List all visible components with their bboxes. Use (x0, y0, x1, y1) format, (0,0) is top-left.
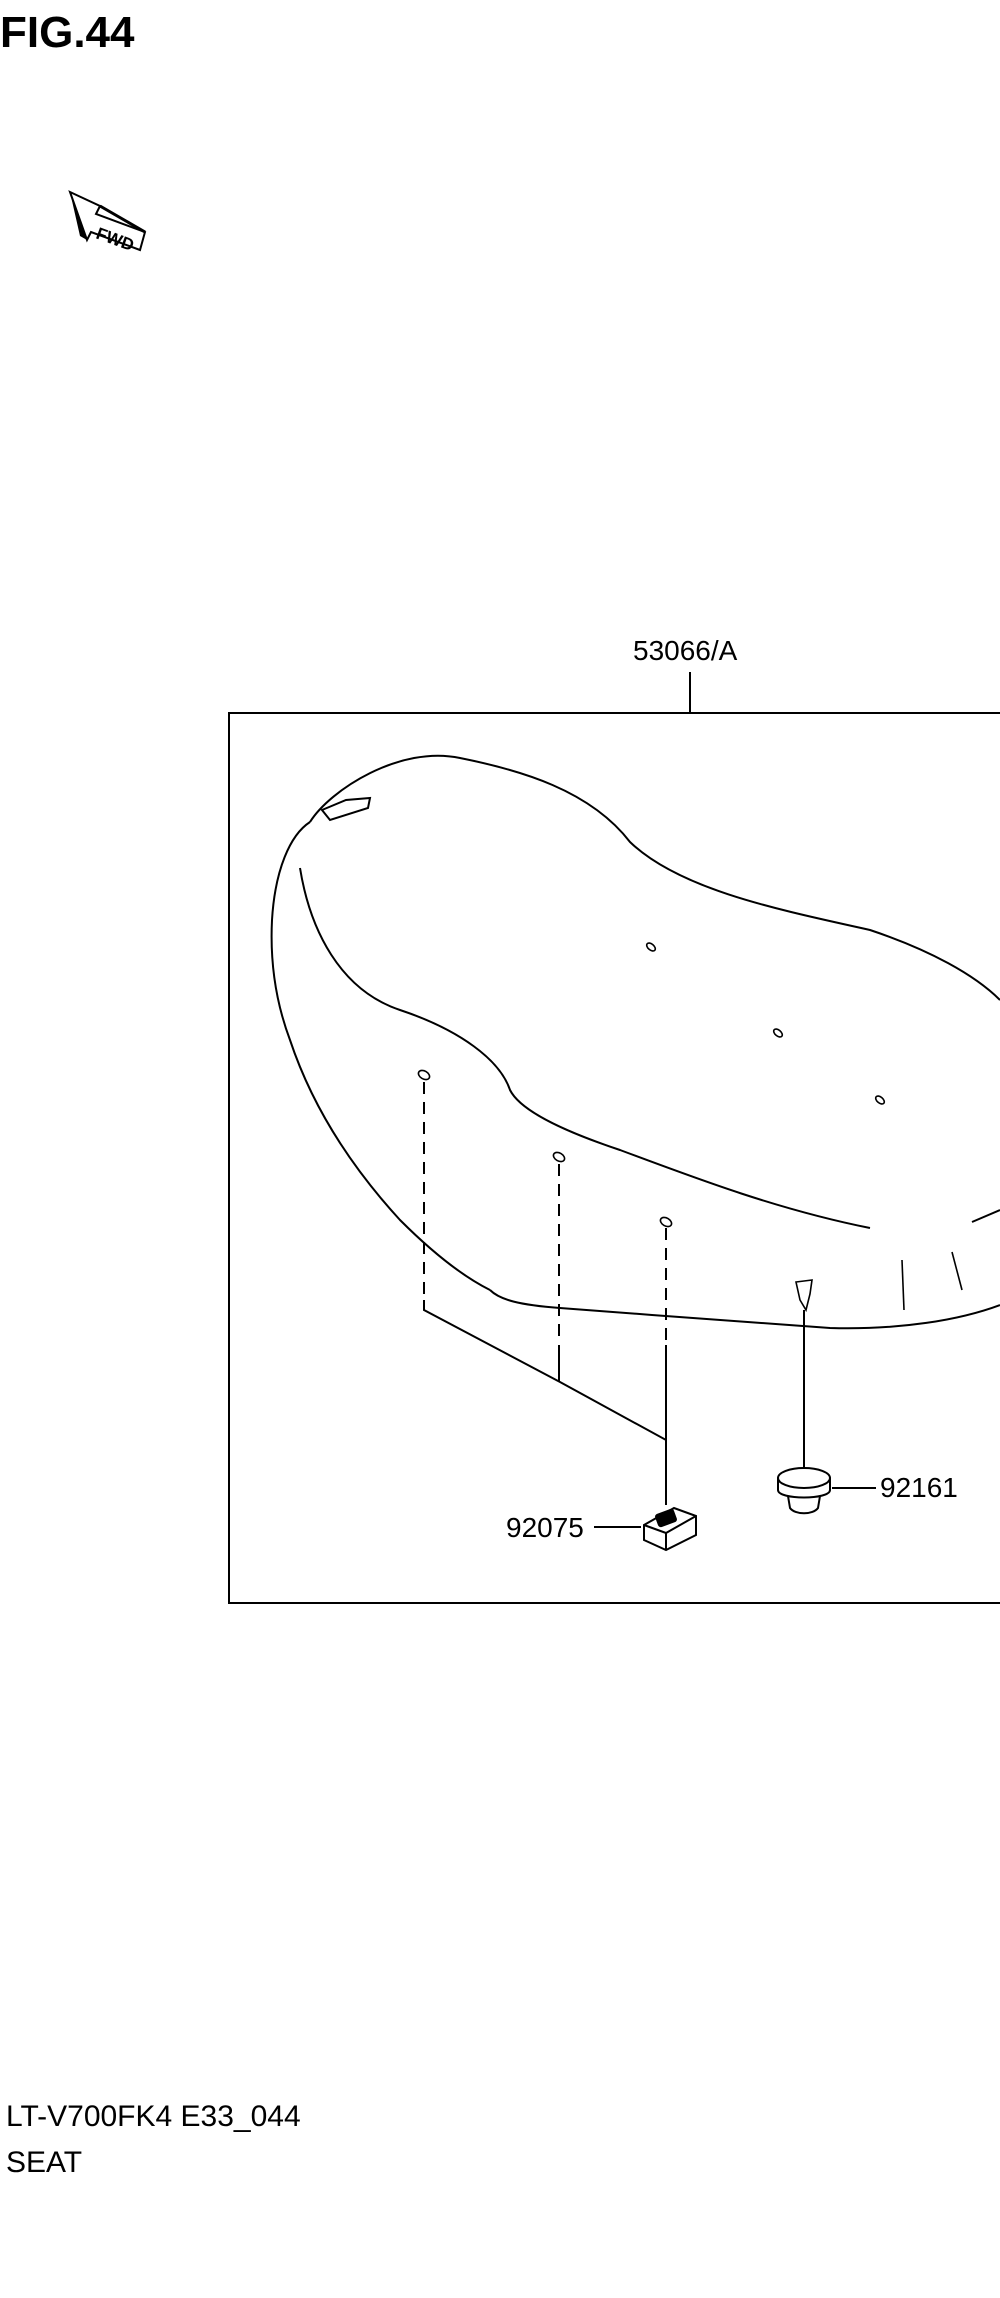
clip-part-number: 92075 (506, 1512, 584, 1543)
fwd-arrow-icon: FWD (68, 190, 147, 255)
seat-cushion (270, 754, 1000, 1330)
assembly-frame (228, 712, 1000, 1604)
clip-leader-group (423, 1300, 667, 1442)
grommet-part-number: 92161 (880, 1472, 958, 1503)
figure-title: FIG.44 (0, 8, 135, 57)
assembly-part-number: 53066/A (633, 635, 738, 666)
model-code: LT-V700FK4 E33_044 (6, 2100, 301, 2133)
clip-part (643, 1506, 697, 1552)
grommet-part (777, 1467, 831, 1515)
section-name: SEAT (6, 2146, 83, 2179)
